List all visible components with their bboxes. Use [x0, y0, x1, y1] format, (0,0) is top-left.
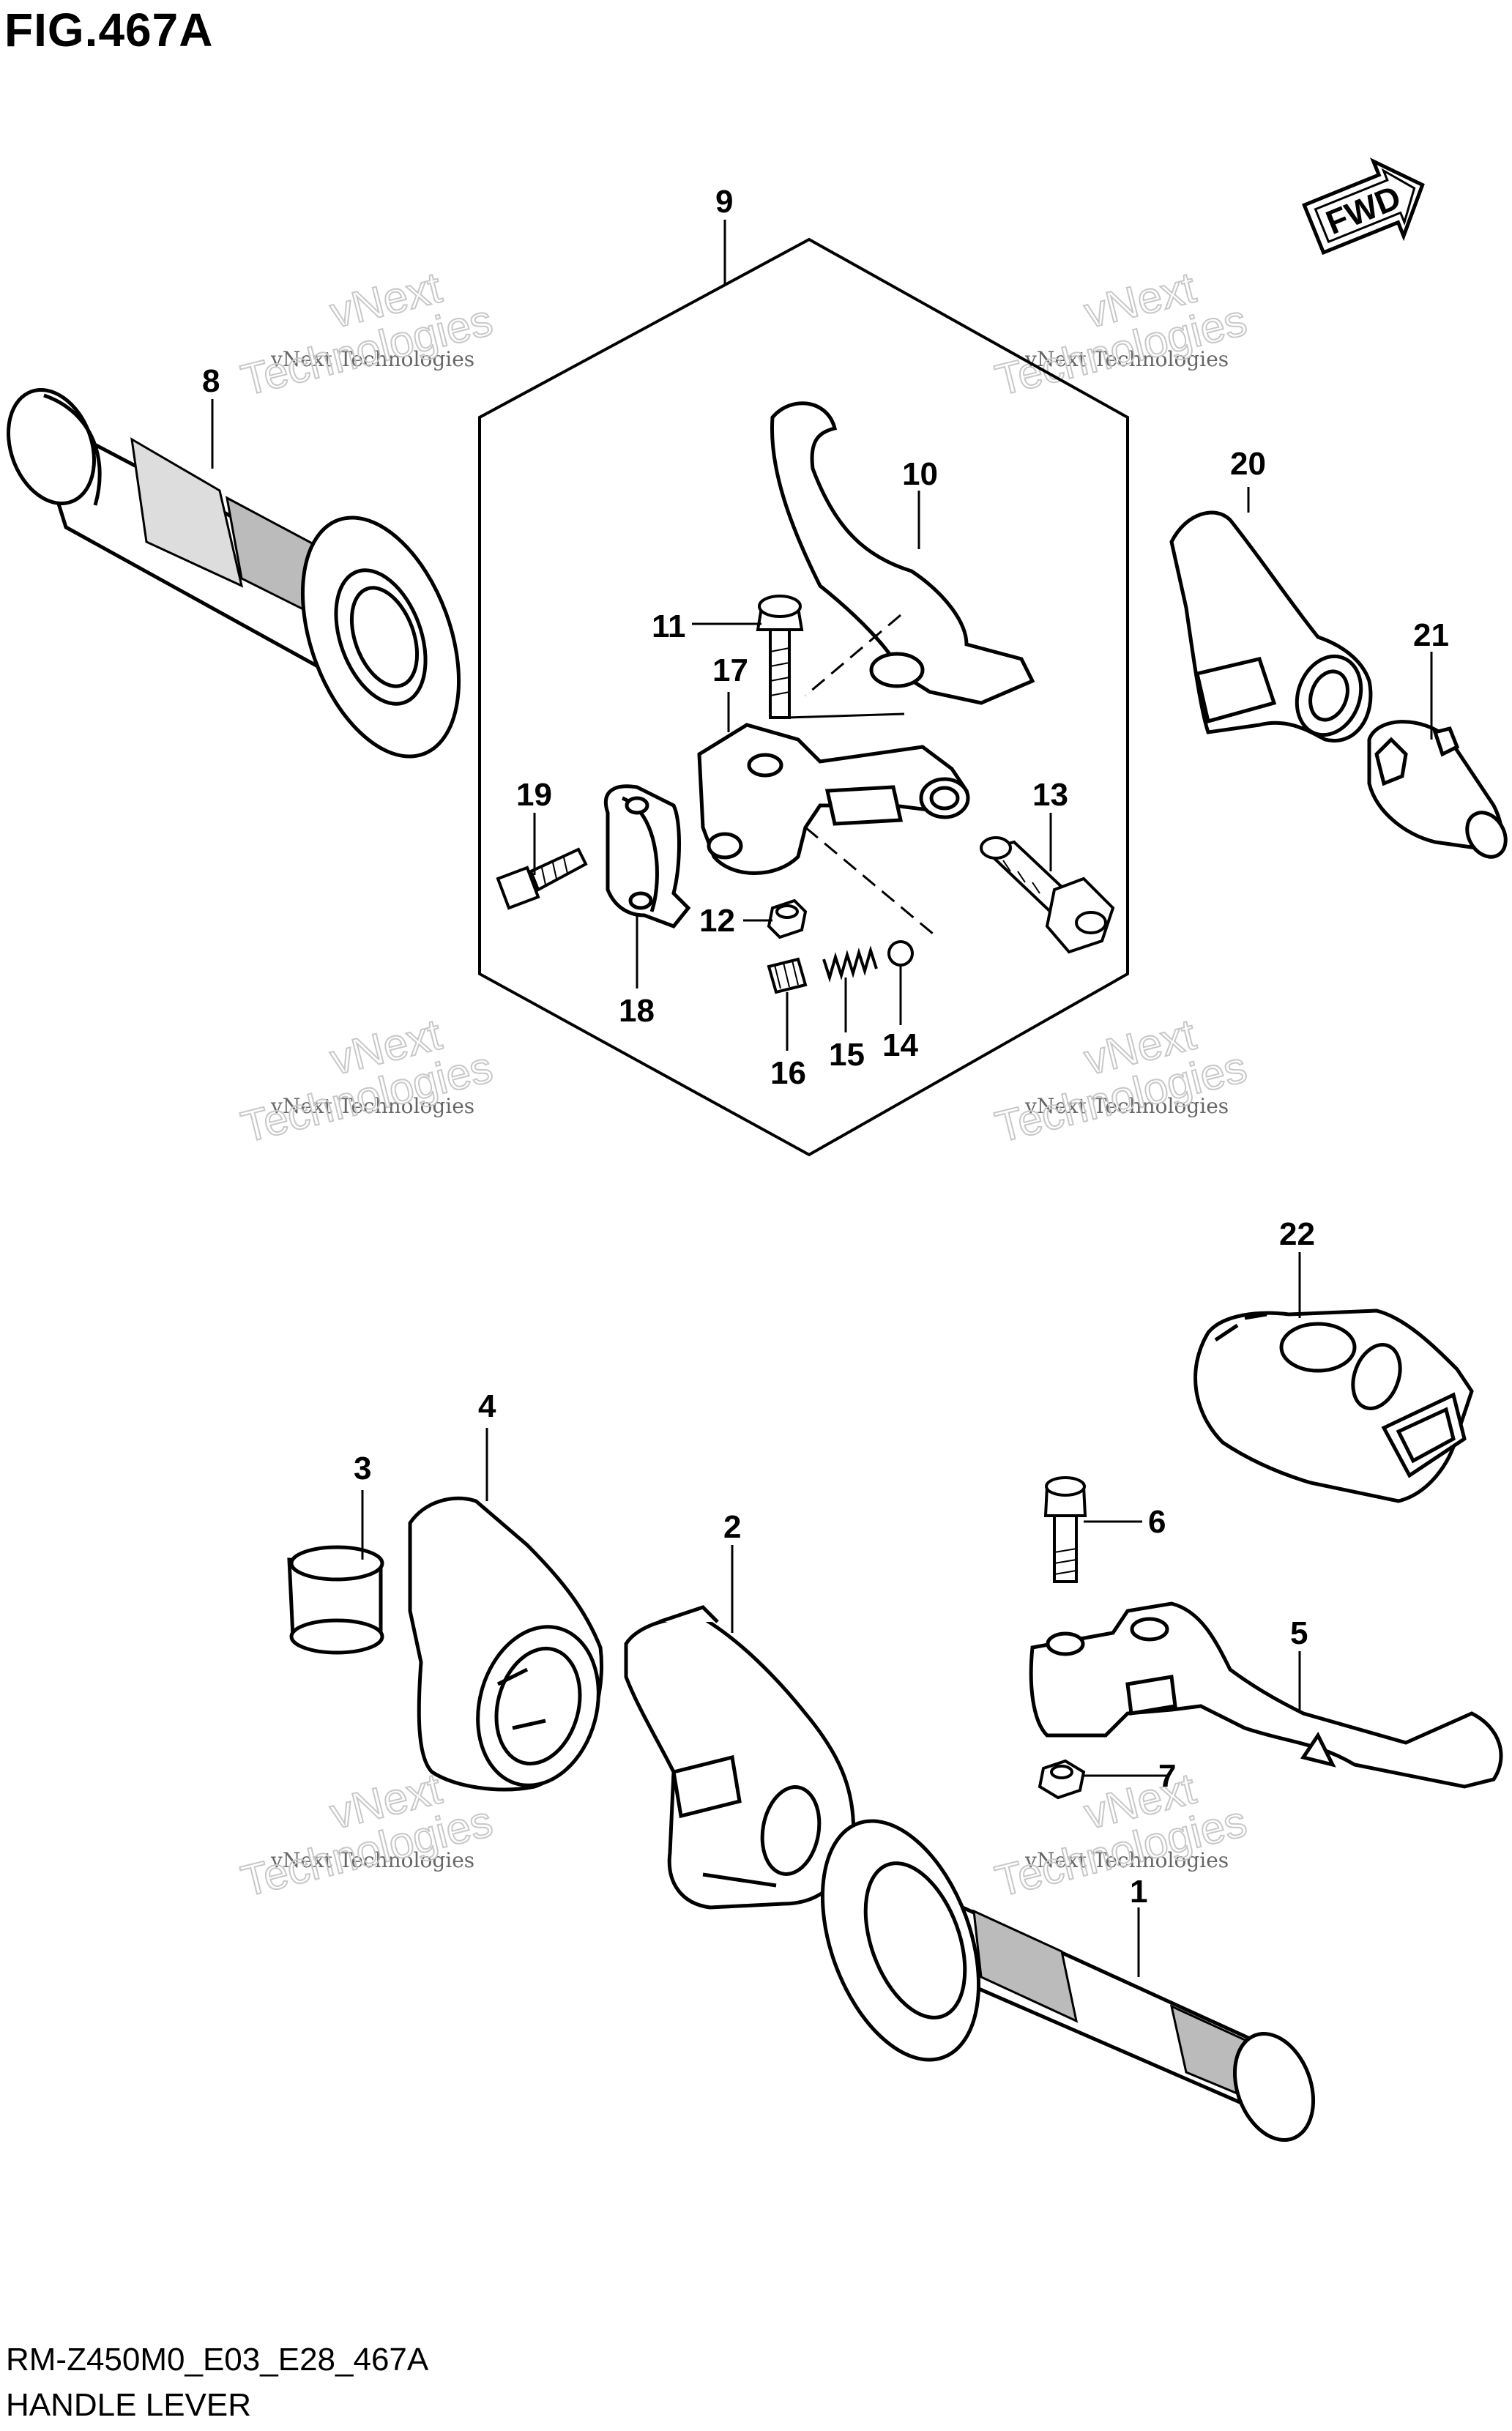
callout-11: 11: [652, 608, 686, 644]
part-14-ball: [887, 940, 914, 967]
part-12-nut: [767, 898, 808, 939]
part-20-lever-cover: [1169, 510, 1373, 742]
part-10-lever: [770, 401, 1035, 705]
assembly-outline: [478, 237, 1129, 1157]
part-11-bolt: [756, 595, 804, 719]
callout-21: 21: [1413, 617, 1449, 653]
watermark-text: vNext Technologies: [270, 1094, 474, 1118]
callout-4: 4: [478, 1388, 496, 1424]
part-1-throttle-grip: [820, 1819, 1316, 2143]
callout-18: 18: [619, 993, 655, 1029]
part-22-switch-housing: [1193, 1308, 1474, 1503]
callout-8: 8: [202, 363, 220, 399]
callout-14: 14: [882, 1027, 918, 1063]
callout-13: 13: [1032, 777, 1068, 813]
callout-1: 1: [1130, 1874, 1147, 1910]
leader-lines: [211, 220, 1433, 1977]
callout-7: 7: [1158, 1758, 1176, 1794]
figure-title: FIG.467A: [4, 4, 214, 56]
watermark-4: vNext Technologies vNext Technologies: [990, 1009, 1252, 1153]
figure-name: HANDLE LEVER: [6, 2387, 252, 2423]
callout-3: 3: [354, 1451, 371, 1486]
watermark-text: vNext Technologies: [270, 1848, 474, 1872]
fwd-arrow-icon: FWD: [1302, 157, 1425, 256]
part-15-spring: [822, 945, 878, 983]
part-7-nut: [1038, 1759, 1086, 1800]
watermark-1: vNext Technologies vNext Technologies: [236, 262, 498, 406]
callout-9: 9: [715, 184, 733, 220]
part-8-left-grip: [7, 388, 461, 759]
part-17-lever-holder: [697, 712, 970, 939]
callout-2: 2: [723, 1509, 741, 1545]
callouts: 9 8 10 11 17 20 21 19 13 12 18 16 15 14 …: [202, 184, 1449, 1910]
part-13-adjuster: [980, 836, 1115, 954]
callout-20: 20: [1230, 446, 1266, 482]
callout-22: 22: [1279, 1216, 1315, 1252]
callout-19: 19: [516, 777, 552, 813]
part-16-adjuster: [767, 957, 808, 994]
callout-17: 17: [712, 652, 748, 688]
callout-10: 10: [902, 456, 938, 492]
callout-16: 16: [770, 1055, 806, 1091]
watermark-3: vNext Technologies vNext Technologies: [236, 1009, 498, 1153]
part-4-throttle-cover: [408, 1496, 603, 1792]
part-5-brake-lever: [1029, 1601, 1503, 1789]
watermark-text: vNext Technologies: [270, 347, 474, 371]
part-21-adjuster: [1367, 720, 1508, 859]
figure-code: RM-Z450M0_E03_E28_467A: [6, 2342, 429, 2378]
callout-15: 15: [829, 1037, 865, 1073]
callout-6: 6: [1148, 1504, 1166, 1540]
part-3-collar: [287, 1545, 384, 1655]
callout-5: 5: [1290, 1615, 1308, 1651]
part-2-throttle-housing: [624, 1605, 856, 1910]
watermark-text: vNext Technologies: [1024, 1094, 1229, 1118]
part-6-pivot-bolt: [1043, 1476, 1087, 1583]
watermark-text: vNext Technologies: [1024, 347, 1229, 371]
watermark-2: vNext Technologies vNext Technologies: [990, 262, 1252, 406]
part-18-clamp: [603, 784, 691, 928]
part-19-bolt: [496, 847, 588, 910]
watermark-text: vNext Technologies: [1024, 1848, 1229, 1872]
callout-12: 12: [699, 903, 735, 939]
